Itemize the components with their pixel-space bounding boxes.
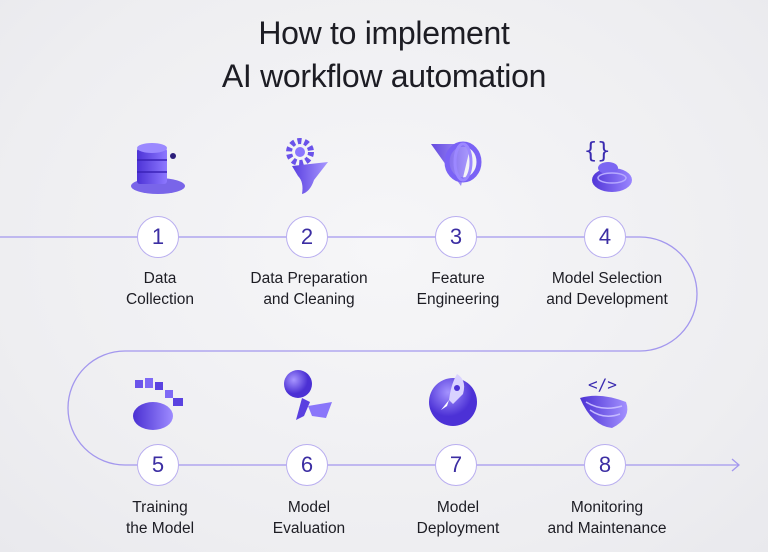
- step-label-line-2: Collection: [125, 291, 195, 308]
- step-label-line-1: Data: [143, 270, 177, 287]
- step-label-line-2: and Maintenance: [547, 520, 667, 537]
- step-number-badge: 6: [286, 444, 328, 486]
- magnifier-icon: [284, 370, 332, 420]
- code-braces-icon: {}: [584, 139, 632, 192]
- step-label-line-2: Engineering: [416, 291, 500, 308]
- training-blocks-icon: [133, 378, 183, 430]
- step-number-badge: 1: [137, 216, 179, 258]
- step-label-line-2: and Development: [546, 291, 668, 308]
- step-number-badge: 7: [435, 444, 477, 486]
- page-title-line-2: AI workflow automation: [221, 58, 547, 94]
- step-label-line-1: Model: [436, 499, 480, 516]
- svg-text:{}: {}: [584, 139, 611, 164]
- step-label-line-1: Monitoring: [570, 499, 644, 516]
- step-label-line-1: Training: [132, 499, 188, 516]
- step-label-line-2: and Cleaning: [263, 291, 355, 308]
- database-icon: [131, 143, 185, 194]
- code-tag-icon: </>: [580, 375, 628, 428]
- step-number-badge: 4: [584, 216, 626, 258]
- shape-rings-icon: [431, 141, 482, 186]
- step-label-line-2: Evaluation: [272, 520, 346, 537]
- step-number-badge: 5: [137, 444, 179, 486]
- rocket-icon: [429, 374, 477, 426]
- step-number-badge: 2: [286, 216, 328, 258]
- arrow-head-icon: [731, 458, 740, 472]
- step-label-line-1: Model: [287, 499, 331, 516]
- svg-text:</>: </>: [588, 375, 617, 394]
- step-label-line-1: Model Selection: [551, 270, 663, 287]
- step-number-badge: 8: [584, 444, 626, 486]
- step-label-line-1: Feature: [431, 270, 485, 287]
- step-label-line-2: Deployment: [416, 520, 500, 537]
- step-label-line-2: the Model: [125, 520, 195, 537]
- step-label-line-1: Data Preparation: [250, 270, 368, 287]
- page-title-line-1: How to implement: [258, 15, 510, 51]
- gear-funnel-icon: [286, 138, 328, 194]
- step-number-badge: 3: [435, 216, 477, 258]
